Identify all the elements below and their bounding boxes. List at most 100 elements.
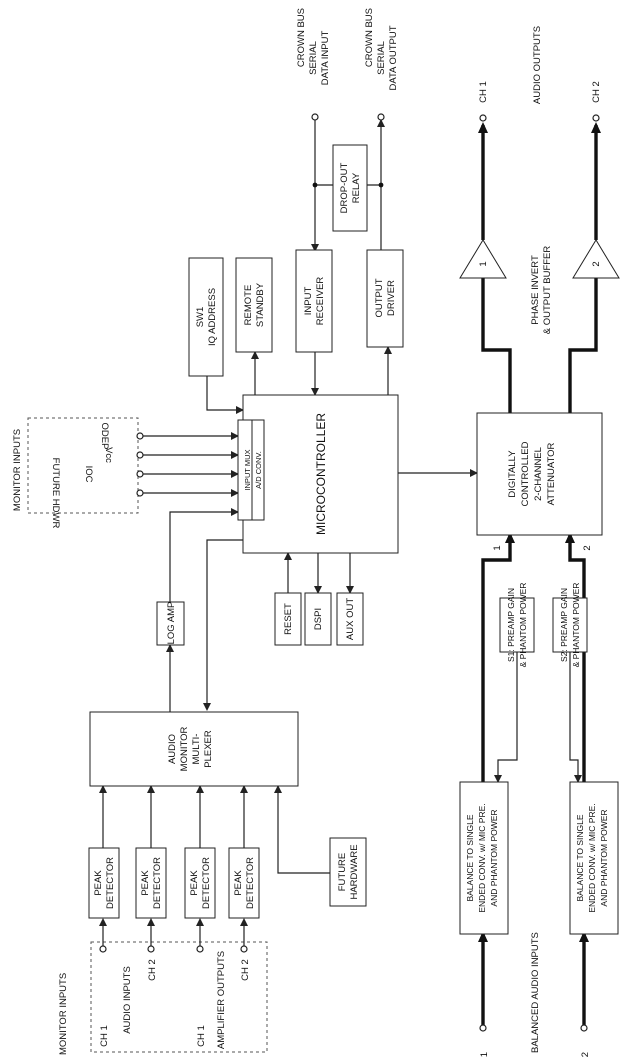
reset-label: RESET bbox=[283, 603, 294, 635]
monitor-inputs-left-group bbox=[90, 941, 268, 1053]
output-ch2-label: CH 2 bbox=[591, 81, 602, 103]
peak-detector-2-line1: PEAK bbox=[140, 870, 151, 896]
future-hardware-box bbox=[329, 837, 367, 907]
future-hardware-line2: HARDWARE bbox=[349, 844, 360, 899]
audio-outputs-label: AUDIO OUTPUTS bbox=[532, 26, 543, 104]
input-receiver-box bbox=[295, 249, 333, 353]
s2-line2: & PHANTOM POWER bbox=[571, 583, 581, 668]
crown-bus-output-line3: DATA OUTPUT bbox=[388, 25, 399, 90]
thick-audio-wires bbox=[481, 125, 598, 1025]
microcontroller-label: MICROCONTROLLER bbox=[314, 413, 328, 535]
s1-line1: S1: PREAMP GAIN bbox=[506, 588, 516, 662]
output-buffer-2-label: 2 bbox=[591, 261, 602, 266]
output-buffer-1-label: 1 bbox=[478, 261, 489, 266]
dropout-relay-line2: RELAY bbox=[351, 172, 362, 203]
peak-detector-box-2 bbox=[135, 847, 167, 919]
reset-box bbox=[274, 592, 302, 646]
aux-out-label: AUX OUT bbox=[345, 598, 356, 640]
peak-detector-3-line2: DETECTOR bbox=[201, 857, 212, 909]
output-ch1-label: CH 1 bbox=[478, 81, 489, 103]
sw1-box bbox=[188, 257, 224, 377]
balance-converter-box-1 bbox=[459, 781, 509, 935]
balance-1-line1: BALANCE TO SINGLE bbox=[465, 814, 475, 901]
balanced-audio-inputs-label: BALANCED AUDIO INPUTS bbox=[530, 932, 541, 1053]
peak-detector-box-4 bbox=[228, 847, 260, 919]
peak-detector-1-line1: PEAK bbox=[93, 870, 104, 896]
arrowheads bbox=[99, 119, 601, 942]
monitor-inputs-top-group bbox=[27, 417, 139, 514]
crown-bus-input-line3: DATA INPUT bbox=[320, 31, 331, 86]
attenuator-line3: 2-CHANNEL bbox=[533, 447, 544, 501]
peak-detector-3-line1: PEAK bbox=[189, 870, 200, 896]
output-driver-line1: OUTPUT bbox=[374, 278, 385, 317]
input-ch1-balanced-label: CH 1 bbox=[479, 1052, 490, 1060]
ad-conv-label: A/D CONV. bbox=[254, 451, 263, 489]
peak-detector-4-line1: PEAK bbox=[233, 870, 244, 896]
balance-1-line2: ENDED CONV. w/ MIC PRE. bbox=[477, 803, 487, 912]
phase-invert-line2: & OUTPUT BUFFER bbox=[542, 246, 553, 335]
log-amp-label: LOG AMP bbox=[166, 602, 177, 645]
monitor-inputs-top-label: MONITOR INPUTS bbox=[12, 429, 23, 511]
sw1-line1: SW1 bbox=[195, 307, 206, 328]
balance-converter-box-2 bbox=[569, 781, 619, 935]
dspi-label: DSPI bbox=[313, 608, 324, 630]
dspi-box bbox=[304, 592, 332, 646]
output-driver-box bbox=[366, 249, 404, 348]
balance-2-line1: BALANCE TO SINGLE bbox=[575, 814, 585, 901]
remote-standby-line1: REMOTE bbox=[243, 285, 254, 326]
aux-out-box bbox=[336, 592, 364, 646]
input-ch1-amp-label: CH 1 bbox=[196, 1025, 207, 1047]
monitor-signal-ioc: IOC bbox=[83, 466, 94, 483]
remote-standby-line2: STANDBY bbox=[255, 282, 266, 327]
dropout-relay-box bbox=[332, 144, 368, 232]
mux-line1: AUDIO bbox=[167, 734, 178, 764]
output-buffer-triangle-2 bbox=[572, 239, 620, 279]
input-receiver-line2: RECEIVER bbox=[315, 277, 326, 326]
input-receiver-line1: INPUT bbox=[303, 287, 314, 316]
junction-dot-output bbox=[378, 182, 384, 188]
monitor-signal-odep: ODEP bbox=[99, 423, 110, 450]
peak-detector-box-3 bbox=[184, 847, 216, 919]
peak-detector-2-line2: DETECTOR bbox=[152, 857, 163, 909]
phase-invert-line1: PHASE INVERT bbox=[530, 255, 541, 325]
log-amp-box bbox=[156, 601, 185, 646]
balance-2-line2: ENDED CONV. w/ MIC PRE. bbox=[587, 803, 597, 912]
input-ch2-audio-label: CH 2 bbox=[147, 959, 158, 981]
attenuator-line4: ATTENUATOR bbox=[546, 442, 557, 505]
peak-detector-box-1 bbox=[88, 847, 120, 919]
balance-2-line3: AND PHANTOM POWER bbox=[599, 809, 609, 906]
audio-monitor-mux-box bbox=[89, 711, 299, 787]
s1-line2: & PHANTOM POWER bbox=[518, 583, 528, 668]
peak-detector-4-line2: DETECTOR bbox=[245, 857, 256, 909]
remote-standby-box bbox=[235, 257, 273, 353]
audio-inputs-label: AUDIO INPUTS bbox=[122, 966, 133, 1034]
s2-line1: S2: PREAMP GAIN bbox=[559, 588, 569, 662]
amplifier-outputs-label: AMPLIFIER OUTPUTS bbox=[216, 951, 227, 1049]
crown-bus-input-line2: SERIAL bbox=[308, 41, 319, 75]
mux-line4: PLEXER bbox=[203, 730, 214, 768]
junction-dot-input bbox=[312, 182, 318, 188]
crown-bus-output-line1: CROWN BUS bbox=[364, 8, 375, 67]
mux-line2: MONITOR bbox=[179, 727, 190, 772]
attenuator-line1: DIGITALLY bbox=[507, 450, 518, 498]
peak-detector-1-line2: DETECTOR bbox=[105, 857, 116, 909]
attenuator-input-1-label: 1 bbox=[492, 545, 503, 550]
monitor-signal-future-hdwr: FUTURE HDWR bbox=[50, 458, 61, 529]
output-driver-line2: DRIVER bbox=[386, 280, 397, 316]
attenuator-box bbox=[476, 412, 603, 536]
monitor-signal-vcc: Vcc bbox=[103, 447, 114, 463]
input-mux-box bbox=[237, 419, 265, 521]
output-buffer-triangle-1 bbox=[459, 239, 507, 279]
balance-1-line3: AND PHANTOM POWER bbox=[489, 809, 499, 906]
crown-bus-output-line2: SERIAL bbox=[376, 41, 387, 75]
input-mux-label: INPUT MUX bbox=[243, 449, 252, 490]
input-ch1-audio-label: CH 1 bbox=[99, 1025, 110, 1047]
terminals bbox=[99, 113, 600, 1032]
attenuator-input-2-label: 2 bbox=[582, 545, 593, 550]
input-ch2-balanced-label: CH 2 bbox=[580, 1052, 591, 1060]
crown-bus-input-line1: CROWN BUS bbox=[296, 8, 307, 67]
sw1-line2: IQ ADDRESS bbox=[207, 288, 218, 346]
s1-preamp-box bbox=[499, 597, 535, 653]
dropout-relay-line1: DROP-OUT bbox=[339, 162, 350, 213]
